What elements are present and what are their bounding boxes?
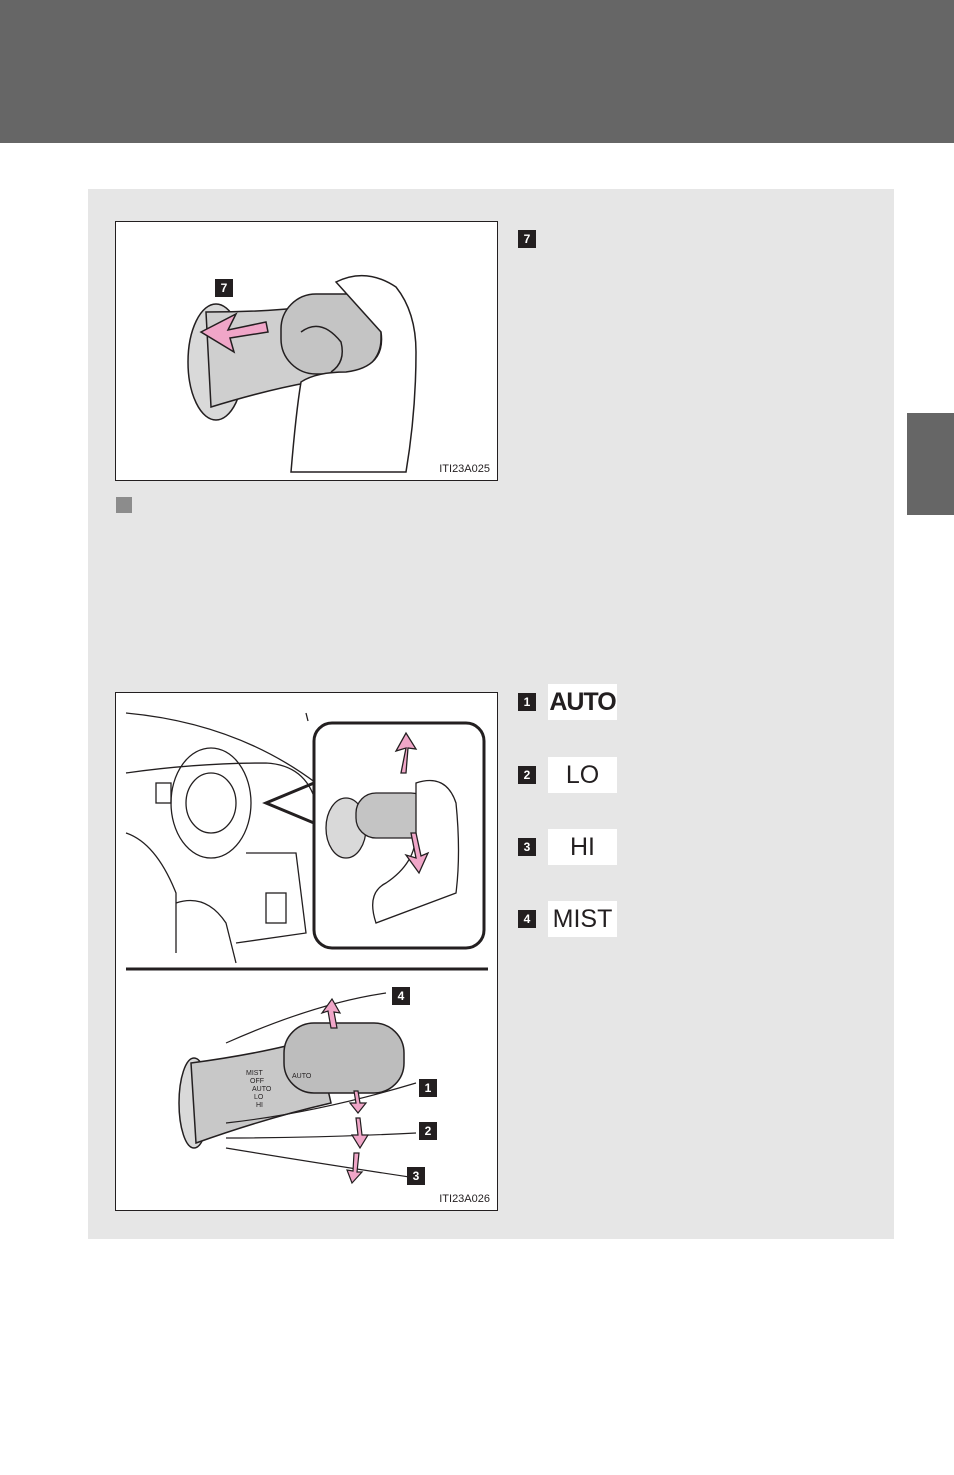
- chapter-tab: [907, 413, 954, 515]
- figure2-badge-2: 2: [419, 1122, 437, 1140]
- figure2-badge-1: 1: [419, 1079, 437, 1097]
- wiper-pull-illustration: [187, 274, 417, 473]
- mode-badge-3: 3: [518, 838, 536, 856]
- stalk-label-hi: HI: [256, 1102, 263, 1109]
- stalk-label-mist: MIST: [246, 1070, 263, 1077]
- mode-label-auto: AUTO: [548, 684, 617, 720]
- hand: [290, 274, 417, 473]
- wiper-modes-illustration: MIST OFF AUTO LO HI AUTO: [125, 712, 488, 1185]
- figure-wiper-pull: 7 ITI23A025: [115, 221, 498, 481]
- step-marker-badge: 7: [518, 230, 536, 248]
- figure2-code: ITI23A026: [439, 1193, 490, 1205]
- mode-label-lo: LO: [548, 757, 617, 793]
- thumb: [300, 325, 343, 373]
- section-bullet-icon: [116, 497, 132, 513]
- figure2-badge-3: 3: [407, 1167, 425, 1185]
- mode-label-hi: HI: [548, 829, 617, 865]
- header-bar: [0, 0, 954, 143]
- figure-wiper-modes: MIST OFF AUTO LO HI AUTO 4 1 2 3 ITI23A0…: [115, 692, 498, 1211]
- mode-badge-2: 2: [518, 766, 536, 784]
- cockpit-sketch: [125, 712, 317, 964]
- stalk-label-auto: AUTO: [252, 1086, 272, 1093]
- stalk-label-lo: LO: [254, 1094, 264, 1101]
- mode-label-mist: MIST: [548, 901, 617, 937]
- figure2-badge-4: 4: [392, 987, 410, 1005]
- knob-label: AUTO: [292, 1073, 312, 1080]
- mode-badge-1: 1: [518, 693, 536, 711]
- figure1-step-badge: 7: [215, 279, 233, 297]
- stalk-label-off: OFF: [250, 1078, 264, 1085]
- mode-badge-4: 4: [518, 910, 536, 928]
- pull-arrow: [199, 312, 269, 354]
- figure1-code: ITI23A025: [439, 463, 490, 475]
